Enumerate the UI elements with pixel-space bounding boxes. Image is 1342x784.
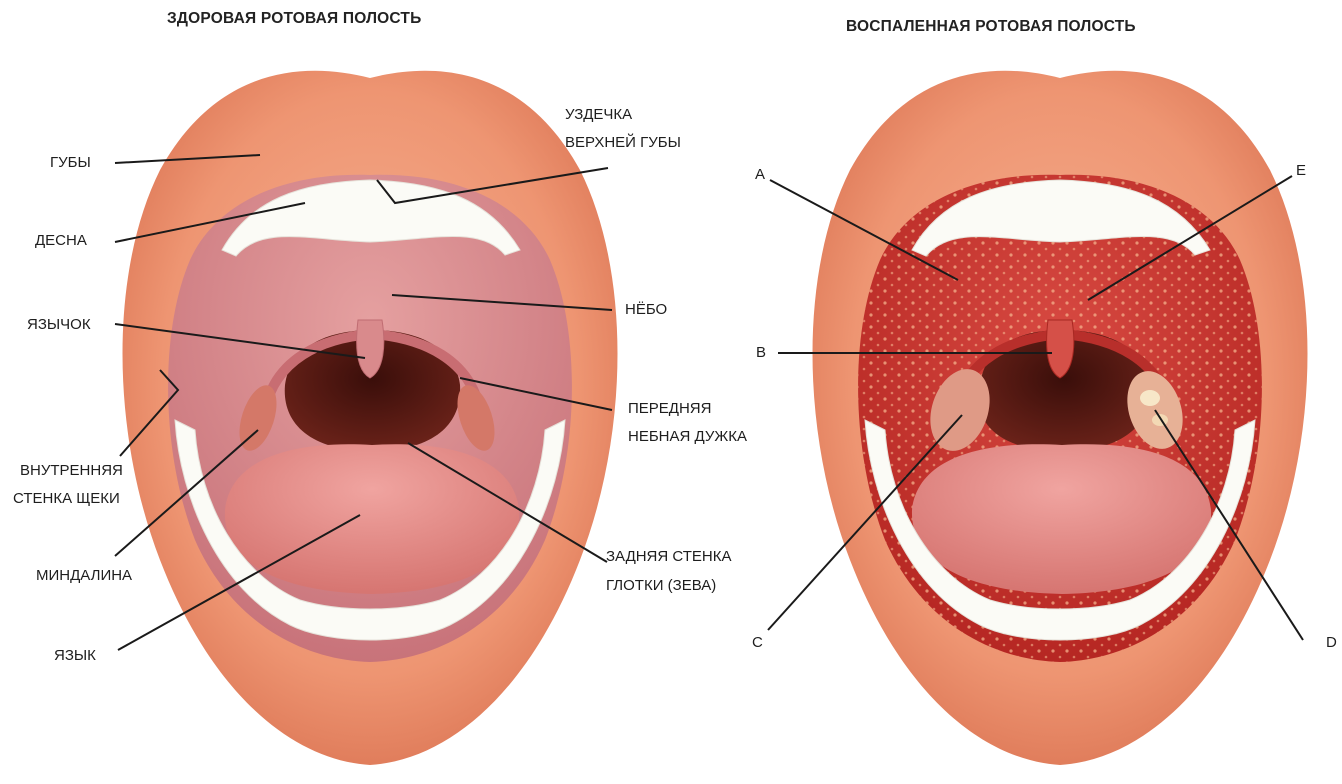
- healthy-title: ЗДОРОВАЯ РОТОВАЯ ПОЛОСТЬ: [167, 10, 421, 28]
- label-tonsil: МИНДАЛИНА: [36, 565, 132, 587]
- label-gum: ДЕСНА: [35, 230, 87, 252]
- inflamed-mouth: [813, 71, 1308, 765]
- label-d: D: [1326, 632, 1337, 654]
- healthy-tongue: [225, 444, 519, 594]
- label-pharynx-1: ЗАДНЯЯ СТЕНКА: [606, 546, 731, 568]
- label-frenulum-1: УЗДЕЧКА: [565, 104, 632, 126]
- label-palate: НЁБО: [625, 299, 667, 321]
- label-pharynx-2: ГЛОТКИ (ЗЕВА): [606, 575, 716, 597]
- label-a: A: [755, 164, 765, 186]
- label-cheek-2: СТЕНКА ЩЕКИ: [13, 488, 120, 510]
- label-arch-2: НЕБНАЯ ДУЖКА: [628, 426, 747, 448]
- healthy-mouth: [123, 71, 618, 765]
- label-b: B: [756, 342, 766, 364]
- label-arch-1: ПЕРЕДНЯЯ: [628, 398, 711, 420]
- label-cheek-1: ВНУТРЕННЯЯ: [20, 460, 123, 482]
- label-c: C: [752, 632, 763, 654]
- label-frenulum-2: ВЕРХНЕЙ ГУБЫ: [565, 132, 681, 154]
- inflamed-tongue: [912, 444, 1211, 594]
- label-e: E: [1296, 160, 1306, 182]
- inflamed-title: ВОСПАЛЕННАЯ РОТОВАЯ ПОЛОСТЬ: [846, 18, 1136, 36]
- label-uvula: ЯЗЫЧОК: [27, 314, 91, 336]
- label-tongue: ЯЗЫК: [54, 645, 96, 667]
- label-lips: ГУБЫ: [50, 152, 91, 174]
